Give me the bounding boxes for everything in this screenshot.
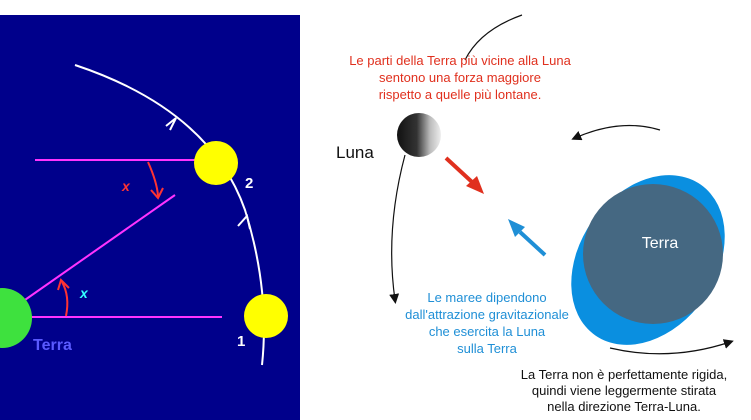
diagonal-line [21, 194, 176, 303]
earth-circle [0, 288, 32, 348]
orbit-arrow-icon [237, 213, 251, 230]
text-dark-line: nella direzione Terra-Luna. [547, 399, 701, 414]
text-dark-line: La Terra non è perfettamente rigida, [520, 367, 728, 382]
text-dark-note: La Terra non è perfettamente rigida, qui… [500, 367, 748, 415]
text-dark-line: quindi viene leggermente stirata [531, 383, 717, 398]
earth-label-left: Terra [33, 337, 72, 354]
moon-position-2 [194, 141, 238, 185]
text-blue-line: Le maree dipendono [427, 290, 547, 305]
text-red-line: sentono una forza maggiore [379, 70, 541, 85]
orbit-arc-lower-right [609, 339, 734, 355]
moon-circle [397, 113, 441, 157]
orbit-arc-top [464, 14, 523, 61]
red-force-arrow-icon [444, 156, 484, 194]
angle-label-cyan: x [79, 285, 89, 301]
orbit-arrow-icon [165, 117, 177, 131]
position-label-1: 1 [237, 333, 245, 350]
angle-arc-cyan [61, 281, 69, 317]
text-blue-note: Le maree dipendono dall'attrazione gravi… [392, 289, 582, 357]
text-blue-line: che esercita la Luna [428, 324, 546, 339]
angle-label-red: x [121, 178, 131, 194]
earth-body [583, 184, 723, 324]
blue-force-arrow-icon [508, 219, 547, 257]
text-blue-line: dall'attrazione gravitazionale [405, 307, 569, 322]
text-red-line: Le parti della Terra più vicine alla Lun… [349, 53, 571, 68]
orbit-arc-upper-right [571, 124, 661, 141]
text-blue-line: sulla Terra [457, 341, 517, 356]
angle-arc-red [147, 161, 159, 197]
orbit-arc-left [389, 154, 406, 304]
angle-arrow-red-icon [150, 187, 164, 200]
text-red-line: rispetto a quelle più lontane. [378, 87, 542, 102]
moon-position-1 [244, 294, 288, 338]
left-panel-background [0, 15, 300, 420]
right-panel: Terra Luna [336, 14, 734, 355]
position-label-2: 2 [245, 175, 253, 192]
text-red-note: Le parti della Terra più vicine alla Lun… [320, 52, 600, 103]
angle-arrow-cyan-icon [57, 278, 70, 291]
moon-label: Luna [336, 143, 374, 162]
earth-label-right: Terra [642, 235, 679, 252]
left-panel: x x 2 1 Terra [0, 15, 300, 420]
